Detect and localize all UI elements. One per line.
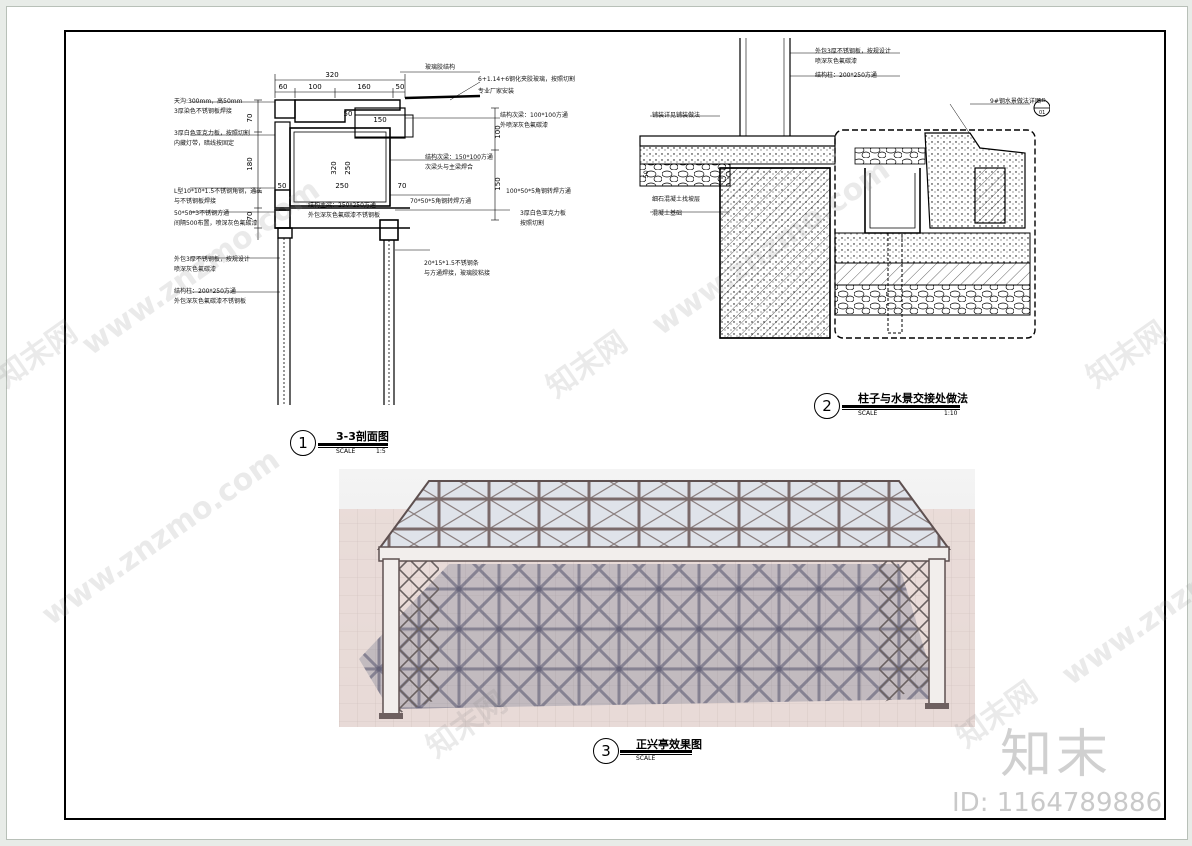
note: 3厚白色亚克力板: [520, 210, 566, 217]
pavilion-rendering: [339, 469, 975, 727]
svg-text:70: 70: [246, 212, 254, 221]
svg-text:50: 50: [643, 170, 650, 178]
svg-text:150: 150: [373, 116, 386, 124]
note: 结构柱：200*250方通: [174, 288, 236, 295]
note: 外包3厚不锈钢板，按规设计: [815, 48, 891, 55]
note: 喷深灰色氟碳漆: [174, 266, 217, 273]
scale-label: SCALE: [336, 448, 356, 455]
note: 结构主梁：250*250方通: [308, 202, 376, 209]
note: 结构柱：200*250方通: [815, 72, 877, 79]
note: 喷深灰色氟碳漆: [815, 58, 858, 65]
note: 细石混凝土找坡层: [652, 196, 701, 203]
title-underline-thin: [842, 409, 960, 410]
note: 3厚白色亚克力板，按照切割: [174, 130, 250, 137]
note: 结构次梁：150*100方通: [425, 154, 493, 161]
title-underline: [318, 443, 388, 446]
svg-text:70: 70: [398, 182, 407, 190]
svg-text:250: 250: [344, 161, 352, 174]
svg-text:160: 160: [357, 83, 370, 91]
note: 50*50*3不锈钢方通: [174, 210, 230, 217]
note: 内藏灯带，暗线按固定: [174, 140, 235, 147]
note: 专业厂家安装: [478, 88, 515, 95]
note: 次梁头与主梁焊合: [425, 164, 474, 171]
note: 铺装详见铺装做法: [652, 112, 701, 119]
svg-text:100: 100: [308, 83, 321, 91]
note: 外包深灰色氟碳漆不锈钢板: [174, 298, 247, 305]
scale-value: 1:10: [944, 410, 958, 417]
note: 间隔500布置，喷深灰色氟碳漆: [174, 220, 258, 227]
title-underline: [620, 750, 692, 753]
scale-value: 1:5: [376, 448, 386, 455]
note: 与方通焊接，玻璃胶粘接: [424, 270, 491, 277]
image-id-label: ID: 1164789886: [952, 788, 1163, 818]
svg-text:100: 100: [494, 125, 502, 138]
note: 结构次梁：100*100方通: [500, 112, 568, 119]
note: 按照切割: [520, 220, 545, 227]
svg-text:250: 250: [335, 182, 348, 190]
note: 玻璃胶结构: [425, 64, 456, 71]
note: 天沟:300mm，高50mm: [174, 98, 243, 105]
svg-text:50: 50: [278, 182, 287, 190]
note: L型10*10*1.5不锈钢角钢，通长: [174, 188, 263, 195]
section-1-drawing: 320 60 100 160 50 150 50 250 50 70 70 18…: [190, 71, 510, 405]
note: 与不锈钢板焊接: [174, 198, 217, 205]
svg-text:50: 50: [344, 110, 353, 118]
section-number-badge: 1: [290, 430, 316, 456]
section-title: 3-3剖面图: [336, 430, 389, 443]
svg-text:180: 180: [246, 157, 254, 170]
svg-text:320: 320: [325, 71, 338, 79]
brand-logo: 知末: [1000, 725, 1113, 785]
note: 70*50*5角钢转焊方通: [410, 198, 472, 205]
svg-text:150: 150: [494, 177, 502, 190]
note: 20*15*1.5不锈钢条: [424, 260, 479, 267]
section-number-badge: 3: [593, 738, 619, 764]
section-title: 柱子与水景交接处做法: [858, 392, 968, 405]
svg-text:70: 70: [246, 114, 254, 123]
note: 外喷深灰色氟碳漆: [500, 122, 549, 129]
note: 3厚染色不锈钢板焊接: [174, 108, 232, 115]
detail-ref-top: LD: [1039, 98, 1046, 104]
title-underline-thin: [620, 754, 692, 755]
section-2-drawing: 50: [639, 38, 1050, 339]
title-underline-thin: [318, 447, 388, 448]
note: 外包3厚不锈钢板，按规设计: [174, 256, 250, 263]
svg-text:320: 320: [330, 161, 338, 174]
drawing-frame: [64, 30, 1166, 820]
scale-label: SCALE: [858, 410, 878, 417]
title-underline: [842, 405, 960, 408]
note: 外包深灰色氟碳漆不锈钢板: [308, 212, 381, 219]
scale-label: SCALE: [636, 755, 656, 762]
svg-text:50: 50: [396, 83, 405, 91]
detail-ref-bottom: 01: [1039, 110, 1046, 116]
svg-text:60: 60: [279, 83, 288, 91]
note: 100*50*5角钢转焊方通: [506, 188, 571, 195]
note: 混凝土基础: [652, 210, 683, 217]
note: 9#钢水景做法详图: [990, 98, 1041, 105]
section-title: 正兴亭效果图: [636, 738, 702, 751]
section-number-badge: 2: [814, 393, 840, 419]
note: 6+1.14+6钢化夹胶玻璃，按照切割: [478, 76, 576, 83]
